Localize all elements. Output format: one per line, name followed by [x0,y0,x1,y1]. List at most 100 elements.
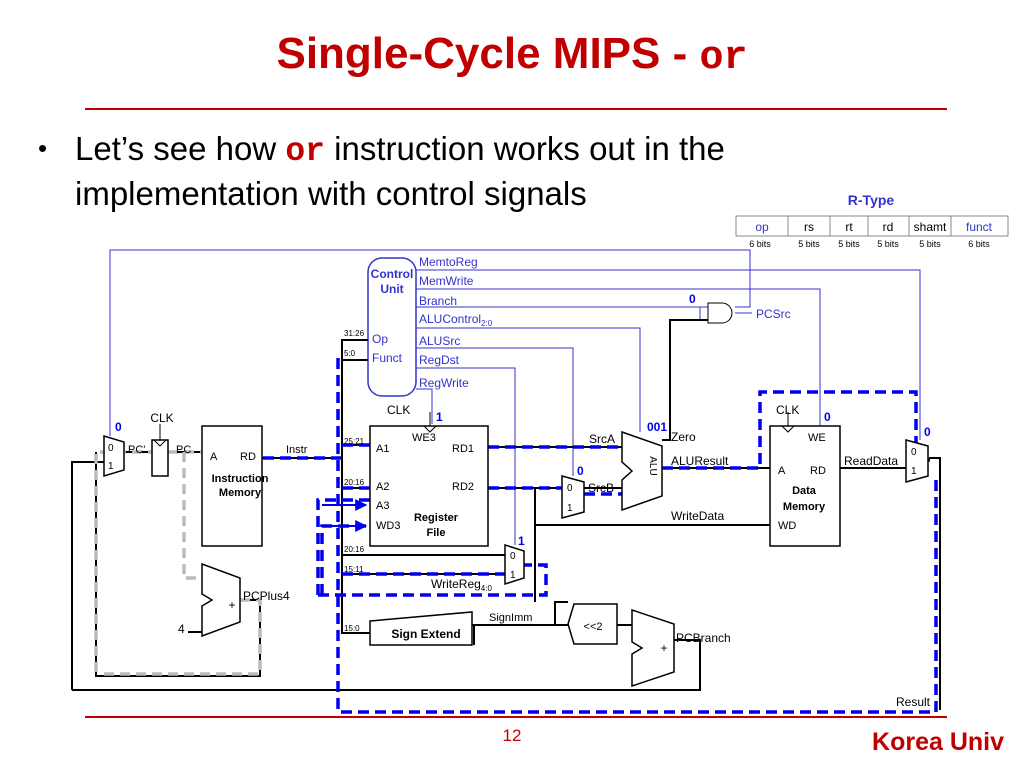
range-mux-bot: 15:11 [344,565,364,574]
svg-text:1: 1 [108,461,114,472]
control-port-funct: Funct [372,351,403,365]
svg-text:WD: WD [778,520,796,532]
svg-text:A3: A3 [376,500,389,512]
rtype-field-funct: funct [966,220,993,234]
alu-label: ALU [647,456,658,475]
register-file: CLK WE3 A1 A2 A3 WD3 RD1 RD2 Register Fi… [369,403,489,547]
pc-label: PC [176,444,191,456]
value-memtoreg: 0 [924,425,931,439]
regdst-mux: 0 1 [504,543,525,586]
control-unit-title-2: Unit [380,282,403,296]
pcsrc-mux: 0 1 [103,434,125,478]
svg-text:Sign Extend: Sign Extend [391,627,460,641]
control-unit-title-1: Control [371,267,414,281]
svg-text:0: 0 [510,551,516,562]
control-signal-values: 0 1 0 001 0 1 0 0 [115,292,931,548]
memtoreg-mux: 0 1 [905,439,929,483]
pc-clk-label: CLK [150,411,173,425]
pc-register: CLK PC' PC [128,411,191,477]
svg-text:WE: WE [808,432,826,444]
value-regwrite: 1 [436,410,443,424]
four-constant: 4 [178,622,185,636]
svg-text:0: 0 [108,443,114,454]
svg-text:<<2: <<2 [584,621,603,633]
writedata-label: WriteData [671,509,724,523]
rtype-bits-shamt: 5 bits [919,239,941,249]
svg-text:A2: A2 [376,481,389,493]
dmem-clk-label: CLK [776,403,799,417]
rtype-field-rs: rs [804,220,814,234]
imem-title-1: Instruction [212,473,269,485]
signal-alucontrol: ALUControl2:0 [419,312,493,328]
rf-clk-label: CLK [387,403,410,417]
svg-text:1: 1 [567,503,573,514]
control-unit: Control Unit Op Funct MemtoReg MemWrite … [367,255,493,397]
zero-label: Zero [671,430,696,444]
signal-regwrite: RegWrite [419,376,469,390]
signal-memtoreg: MemtoReg [419,255,478,269]
aluresult-label: ALUResult [671,454,729,468]
value-memwrite: 0 [824,410,831,424]
pcplus4-label: PCPlus4 [243,589,290,603]
rtype-field-rt: rt [845,220,853,234]
rtype-bits-rs: 5 bits [798,239,820,249]
value-regdst: 1 [518,534,525,548]
svg-text:0: 0 [567,483,573,494]
srcb-label: SrcB [588,481,614,495]
alu: ALU [621,430,663,512]
rtype-field-op: op [755,220,769,234]
rtype-format: R-Type op rs rt rd shamt funct 6 bits 5 … [735,192,1009,249]
svg-text:RD1: RD1 [452,443,474,455]
rtype-field-shamt: shamt [914,220,947,234]
title-code: or [699,36,748,81]
footer-divider [85,716,947,718]
value-pcsrc-mux: 0 [115,420,122,434]
svg-text:A: A [778,465,786,477]
data-memory: CLK WE A RD Data Memory WD [769,403,841,547]
svg-text:WD3: WD3 [376,520,400,532]
slide-title: Single-Cycle MIPS - or [0,28,1024,85]
rtype-bits-rd: 5 bits [877,239,899,249]
value-branch: 0 [689,292,696,306]
range-mux-top: 20:16 [344,545,365,554]
bit-range-labels: 31:26 5:0 25:21 20:16 20:16 15:11 15:0 [344,329,365,633]
signal-alusrc: ALUSrc [419,334,460,348]
svg-text:RD2: RD2 [452,481,474,493]
rtype-bits-rt: 5 bits [838,239,860,249]
pcsrc-label: PCSrc [756,307,791,321]
bullet-code: or [285,133,325,170]
readdata-label: ReadData [844,454,898,468]
writereg-label: WriteReg4:0 [431,577,492,593]
svg-text:+: + [228,598,235,612]
svg-text:+: + [660,641,667,655]
brand-label: Korea Univ [872,728,1004,756]
range-op: 31:26 [344,329,365,338]
rf-title-2: File [427,527,446,539]
rtype-table [735,215,1009,237]
bullet-pre: Let’s see how [75,130,277,167]
signal-branch: Branch [419,294,457,308]
svg-text:1: 1 [510,570,516,581]
svg-text:WE3: WE3 [412,432,436,444]
svg-text:RD: RD [240,451,256,463]
range-a1: 25:21 [344,437,365,446]
svg-text:RD: RD [810,465,826,477]
datapath-wires [71,319,941,710]
range-a2: 20:16 [344,478,365,487]
rtype-title: R-Type [848,192,895,208]
pc-prime-label: PC' [128,444,145,456]
signal-regdst: RegDst [419,353,460,367]
signal-memwrite: MemWrite [419,274,474,288]
rf-title-1: Register [414,512,459,524]
imem-title-2: Memory [219,487,262,499]
shift-left-2: <<2 [567,603,618,645]
svg-text:0: 0 [911,447,917,458]
value-alucontrol: 001 [647,420,667,434]
pcbranch-adder: + [631,608,675,688]
rtype-bits-funct: 6 bits [968,239,990,249]
pcbranch-label: PCBranch [676,631,731,645]
bullet-marker: • [38,133,48,163]
dmem-title-2: Memory [783,501,826,513]
svg-text:1: 1 [911,466,917,477]
